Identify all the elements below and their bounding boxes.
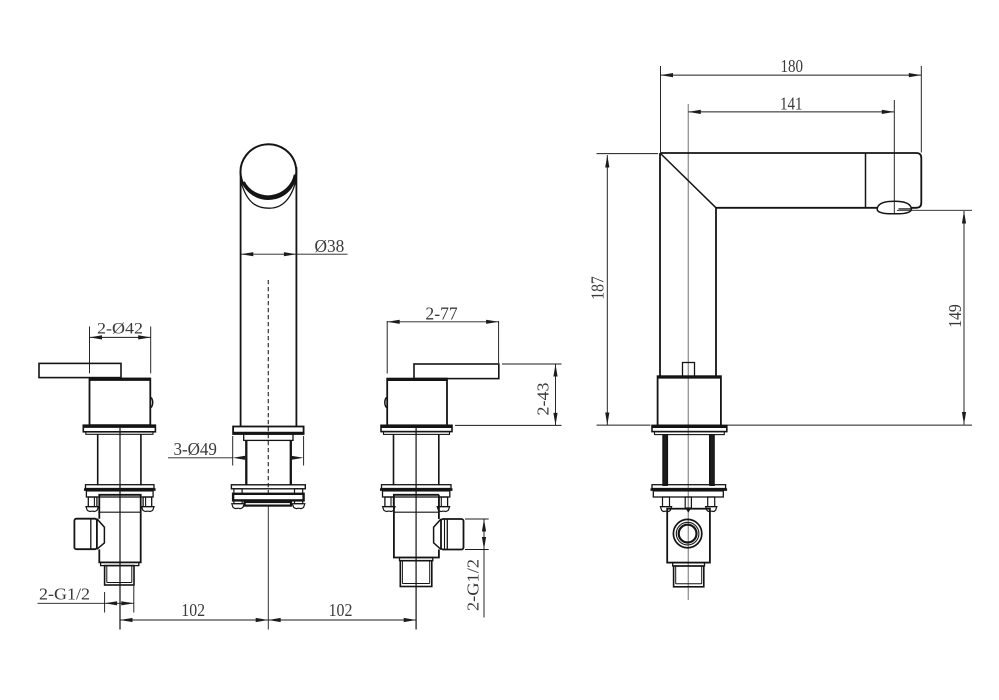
svg-text:Ø38: Ø38 [315, 236, 345, 256]
svg-text:2-Ø42: 2-Ø42 [97, 321, 143, 338]
svg-text:102: 102 [329, 600, 353, 620]
svg-text:2-G1/2: 2-G1/2 [464, 559, 483, 611]
svg-text:3-Ø49: 3-Ø49 [173, 439, 217, 459]
svg-text:2-G1/2: 2-G1/2 [39, 584, 90, 603]
svg-text:187: 187 [588, 276, 608, 300]
svg-text:180: 180 [780, 56, 803, 76]
svg-text:149: 149 [945, 304, 965, 328]
svg-text:141: 141 [780, 94, 803, 114]
svg-text:102: 102 [181, 600, 205, 620]
svg-text:2-77: 2-77 [425, 303, 458, 323]
svg-text:2-43: 2-43 [534, 383, 553, 416]
